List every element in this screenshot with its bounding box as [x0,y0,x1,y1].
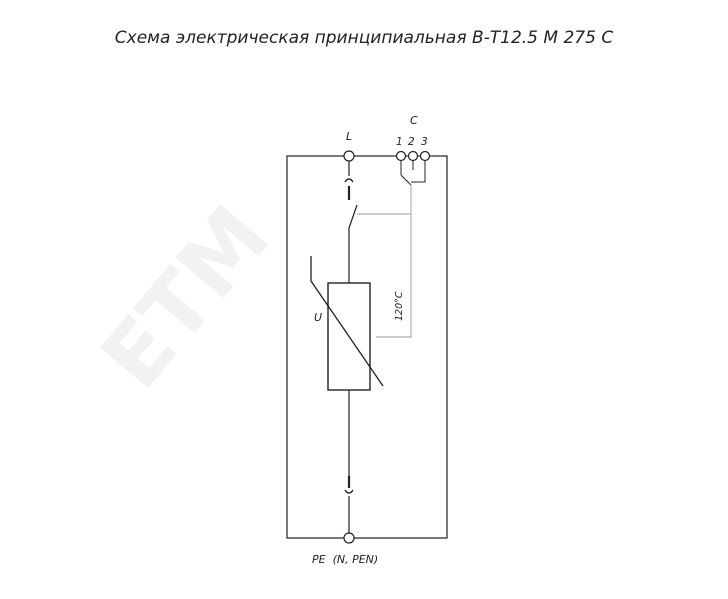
terminal-3-circle [419,150,431,162]
thermal-switch-blade [348,204,358,229]
terminal-pe-circle [343,532,355,544]
terminal-l-circle [343,150,355,162]
thermal-label: 120°C [394,291,405,321]
contact-arc-top [344,178,354,183]
terminal-1-circle [395,150,407,162]
terminal-pe-label: PE (N, PEN) [312,553,378,566]
terminal-2-label: 2 [408,136,415,148]
contact-3-wire [411,161,426,183]
thermal-link-outline [357,213,412,338]
watermark: ETM [82,188,289,408]
contact-arc-bottom [344,489,354,494]
varistor-label: U [314,311,322,324]
terminal-2-circle [407,150,419,162]
terminal-l-label: L [346,130,352,143]
contact-group-label: C [410,114,418,127]
varistor-nonlinear-mark [310,256,384,387]
device-enclosure [286,155,448,539]
contact-1-lever [400,174,412,186]
terminal-3-label: 3 [421,136,428,148]
diagram-title: Схема электрическая принципиальная В-Т12… [115,28,614,48]
terminal-1-label: 1 [396,136,403,148]
